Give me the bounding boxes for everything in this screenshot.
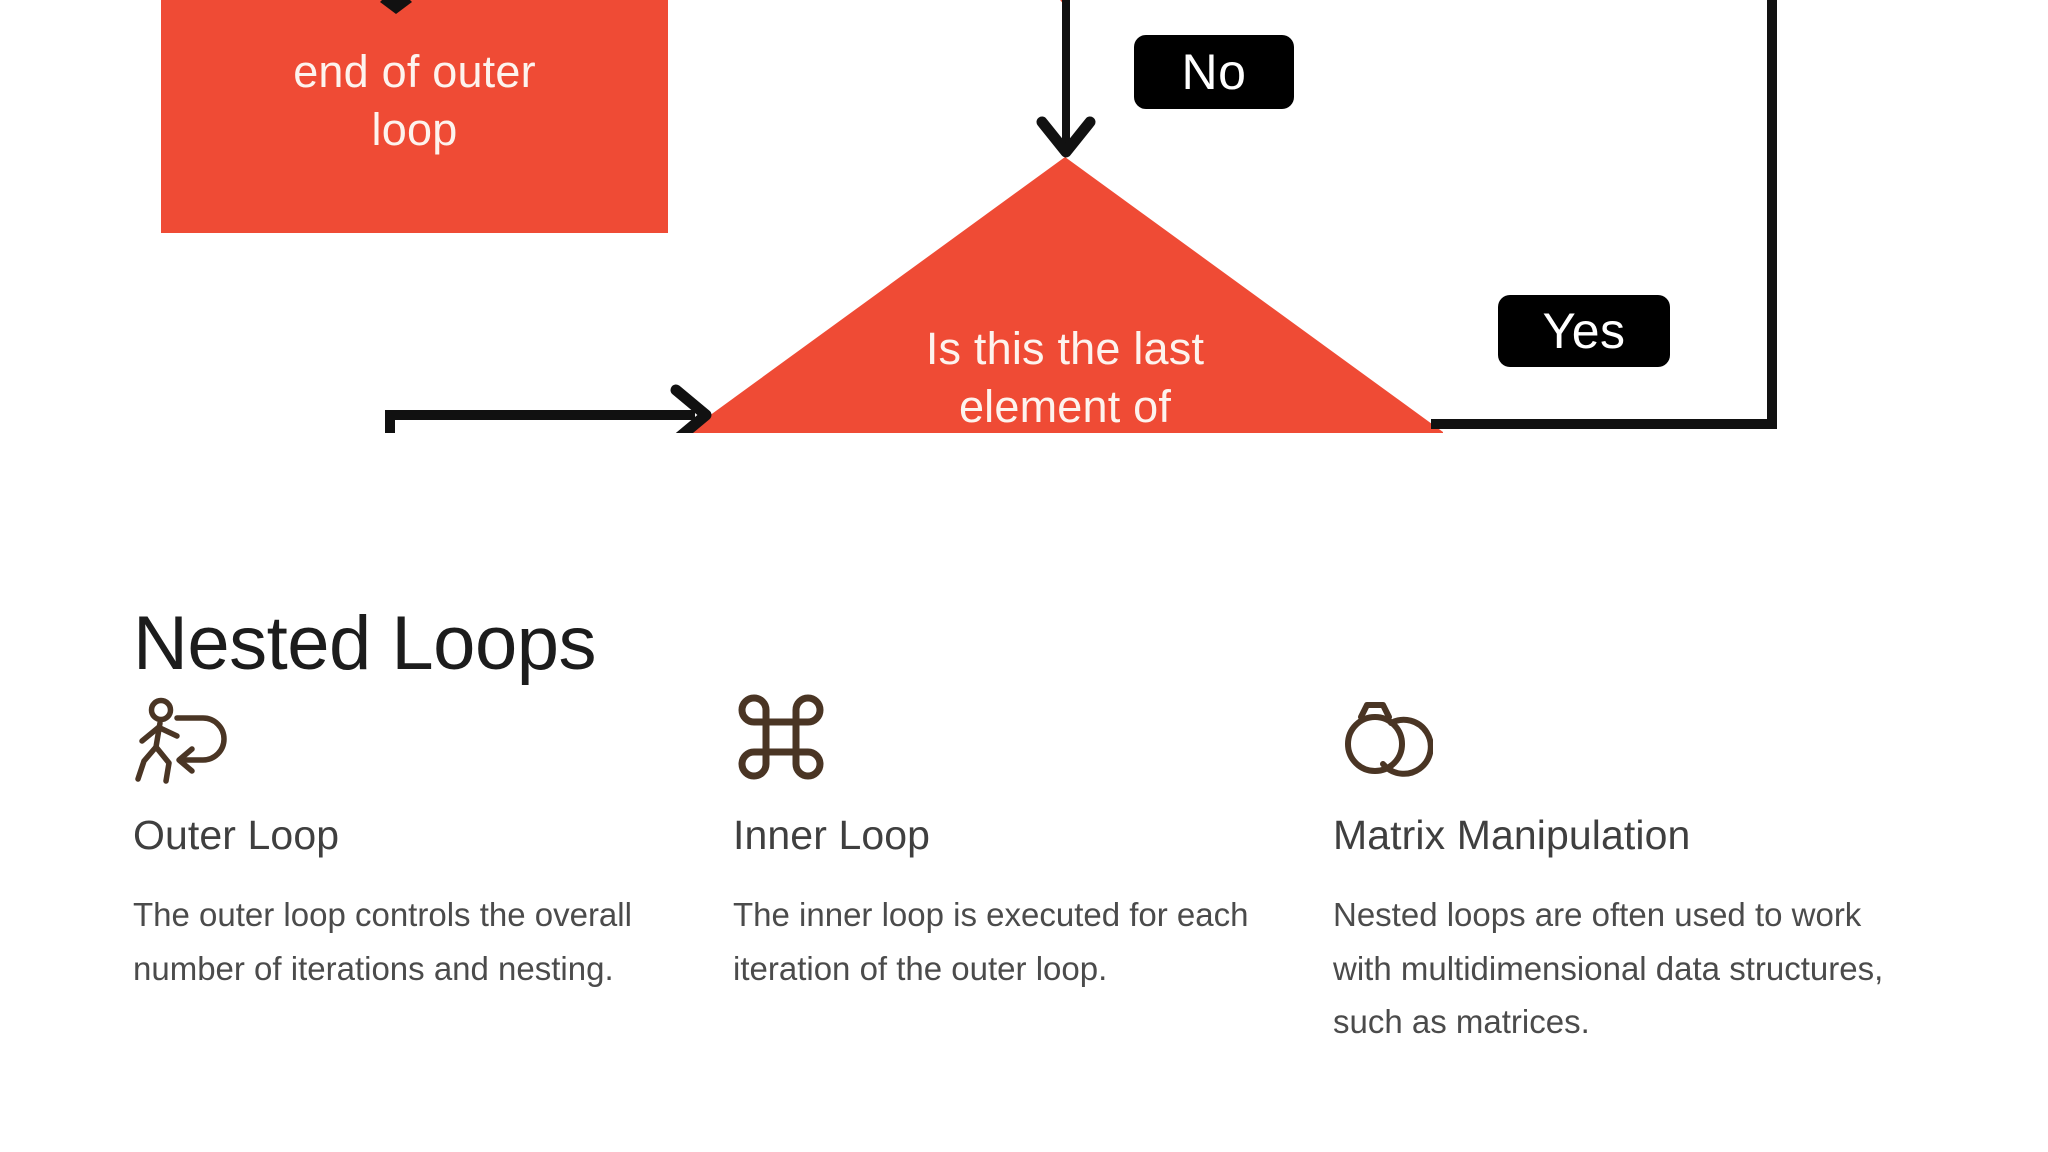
page-title: Nested Loops xyxy=(133,600,597,686)
nested-loops-section: Nested Loops xyxy=(0,433,2048,1152)
flow-decision-line-1: Is this the last xyxy=(925,323,1205,374)
feature-column-outer-loop: Outer Loop The outer loop controls the o… xyxy=(133,681,733,1048)
interlocking-rings-icon xyxy=(1333,681,1933,785)
flow-node-decision-label: Is this the last element of xyxy=(780,320,1350,433)
flow-node-last-element-decision xyxy=(687,157,1443,433)
flow-label-line-2: loop xyxy=(371,103,458,155)
flow-edge-label-yes: Yes xyxy=(1498,295,1670,367)
flowchart-image: end of outer loop Is this the last eleme… xyxy=(0,0,2048,433)
flow-label-line-1: end of outer xyxy=(293,46,536,97)
flow-edge-loop-back xyxy=(385,410,695,433)
feature-heading-matrix-manipulation: Matrix Manipulation xyxy=(1333,812,1691,858)
feature-body-matrix-manipulation: Nested loops are often used to work with… xyxy=(1333,896,1884,1040)
feature-body-inner-loop: The inner loop is executed for each iter… xyxy=(733,896,1249,987)
flowchart-diagram xyxy=(161,0,1777,433)
feature-heading-inner-loop: Inner Loop xyxy=(733,812,931,858)
flow-edge-label-no: No xyxy=(1134,35,1294,109)
feature-columns: Outer Loop The outer loop controls the o… xyxy=(133,681,1933,1048)
feature-column-inner-loop: Inner Loop The inner loop is executed fo… xyxy=(733,681,1333,1048)
flow-arrowhead-into-decision-top xyxy=(1036,116,1096,158)
walking-person-loop-icon xyxy=(133,681,733,785)
flow-edge-yes xyxy=(1431,0,1777,429)
flow-arrowhead-into-end-outer-loop xyxy=(380,0,412,14)
feature-heading-outer-loop: Outer Loop xyxy=(133,812,340,858)
command-loop-icon xyxy=(733,681,1333,785)
feature-body-outer-loop: The outer loop controls the overall numb… xyxy=(133,896,632,987)
flow-node-end-outer-loop xyxy=(161,0,668,233)
flow-node-end-outer-loop-label: end of outer loop xyxy=(161,43,668,158)
feature-column-matrix-manipulation: Matrix Manipulation Nested loops are oft… xyxy=(1333,681,1933,1048)
flow-decision-line-2: element of xyxy=(958,380,1172,432)
flow-arrowhead-into-decision-left xyxy=(670,384,712,433)
